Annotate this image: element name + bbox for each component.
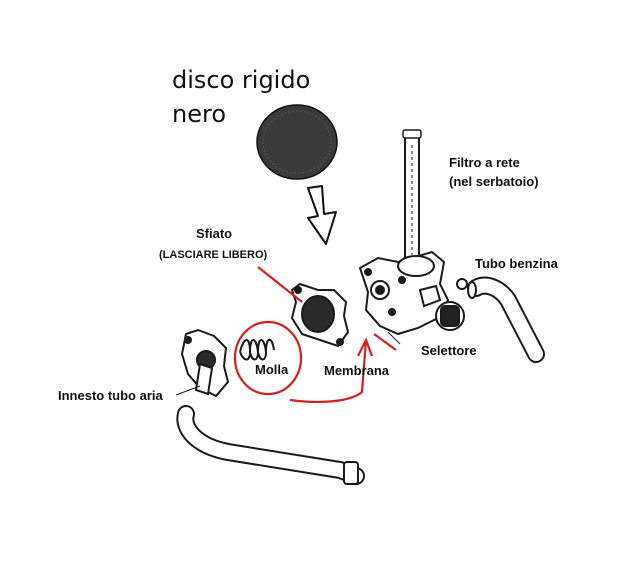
label-filtro-line2: (nel serbatoio) <box>449 174 539 189</box>
label-sfiato: Sfiato <box>196 226 233 241</box>
label-filtro-line1: Filtro a rete <box>449 155 520 170</box>
label-innesto-tubo-aria: Innesto tubo aria <box>58 388 163 403</box>
fuel-tap-body <box>358 250 450 336</box>
red-annotations <box>233 266 397 404</box>
label-membrana: Membrana <box>324 363 390 378</box>
label-tubo-benzina: Tubo benzina <box>475 256 558 271</box>
down-arrow-icon <box>307 185 337 245</box>
air-hose-connector <box>180 328 230 398</box>
molla-circle <box>233 320 303 396</box>
label-selettore: Selettore <box>421 343 477 358</box>
leader-lines <box>175 331 401 396</box>
membrana-arrowhead <box>357 337 374 357</box>
membrana-tick <box>373 333 397 351</box>
air-hose <box>176 405 365 485</box>
membrana-path <box>289 339 368 404</box>
disk-note-line2: nero <box>172 100 226 128</box>
spring <box>239 338 275 361</box>
disk-note-line1: disco rigido <box>172 66 311 94</box>
selector-knob <box>435 278 468 331</box>
label-lasciare-libero: (LASCIARE LIBERO) <box>159 249 268 261</box>
sfiato-pointer <box>257 266 303 303</box>
mesh-filter-tube <box>402 129 422 261</box>
black-disk <box>256 104 338 180</box>
membrane-plate <box>290 282 350 348</box>
label-molla: Molla <box>255 362 289 377</box>
fuel-hose <box>467 276 545 363</box>
